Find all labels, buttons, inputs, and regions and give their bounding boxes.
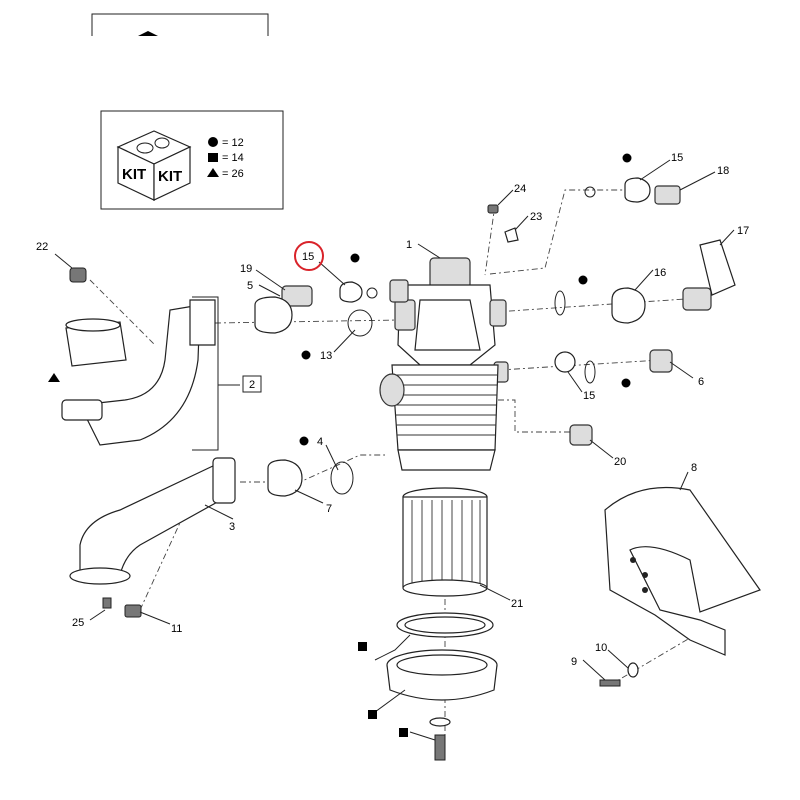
square-value: = 14 (222, 152, 244, 164)
square-symbol-icon (399, 728, 408, 737)
kit-label-right: KIT (158, 168, 182, 185)
callout-2: 2 (249, 379, 255, 391)
square-symbol-icon (358, 642, 367, 651)
circle-symbol-icon (299, 436, 309, 446)
callout-20: 20 (614, 456, 626, 468)
triangle-symbol-icon (207, 168, 219, 177)
circle-symbol-icon (622, 153, 632, 163)
callout-10: 10 (595, 642, 607, 654)
callout-1: 1 (406, 239, 412, 251)
callout-4: 4 (317, 436, 323, 448)
callout-15-highlighted[interactable]: 15 (302, 251, 314, 263)
callout-9: 9 (571, 656, 577, 668)
top-partial-box (91, 13, 269, 36)
bracket (604, 486, 761, 656)
triangle-symbol-icon (48, 373, 60, 382)
callout-symbols (48, 153, 632, 737)
seal-rings (386, 612, 498, 761)
highlight-circle (294, 241, 324, 271)
kit-legend: KIT KIT = 12 = 14 = 26 (100, 110, 284, 210)
callout-15: 15 (583, 390, 595, 402)
upper-pipe (61, 299, 216, 446)
kit-label-left: KIT (122, 166, 146, 183)
callout-7: 7 (326, 503, 332, 515)
circle-symbol-icon (208, 137, 218, 147)
circle-symbol-icon (350, 253, 360, 263)
square-symbol-icon (368, 710, 377, 719)
callout-24: 24 (514, 183, 526, 195)
callout-6: 6 (698, 376, 704, 388)
callout-3: 3 (229, 521, 235, 533)
callout-18: 18 (717, 165, 729, 177)
lower-pipe (69, 457, 236, 585)
callout-15: 15 (671, 152, 683, 164)
circle-value: = 12 (222, 137, 244, 149)
filter-element (402, 487, 488, 597)
callout-19: 19 (240, 263, 252, 275)
callout-13: 13 (320, 350, 332, 362)
callout-5: 5 (247, 280, 253, 292)
triangle-value: = 26 (222, 168, 244, 180)
small-parts (69, 177, 736, 687)
callout-17: 17 (737, 225, 749, 237)
circle-symbol-icon (621, 378, 631, 388)
square-symbol-icon (208, 153, 218, 162)
circle-symbol-icon (578, 275, 588, 285)
callout-leaders (54, 159, 735, 741)
callout-11: 11 (171, 623, 182, 635)
filter-housing (379, 257, 509, 471)
callout-8: 8 (691, 462, 697, 474)
callout-22: 22 (36, 241, 48, 253)
circle-symbol-icon (301, 350, 311, 360)
callout-25: 25 (72, 617, 84, 629)
callout-21: 21 (511, 598, 523, 610)
callout-labels: 1 2 3 4 5 6 7 8 9 10 11 13 15 15 15 16 1… (36, 152, 749, 668)
callout-23: 23 (530, 211, 542, 223)
kit-box-icon: KIT KIT (116, 130, 192, 201)
callout-16: 16 (654, 267, 666, 279)
sleeve-part (65, 318, 127, 367)
